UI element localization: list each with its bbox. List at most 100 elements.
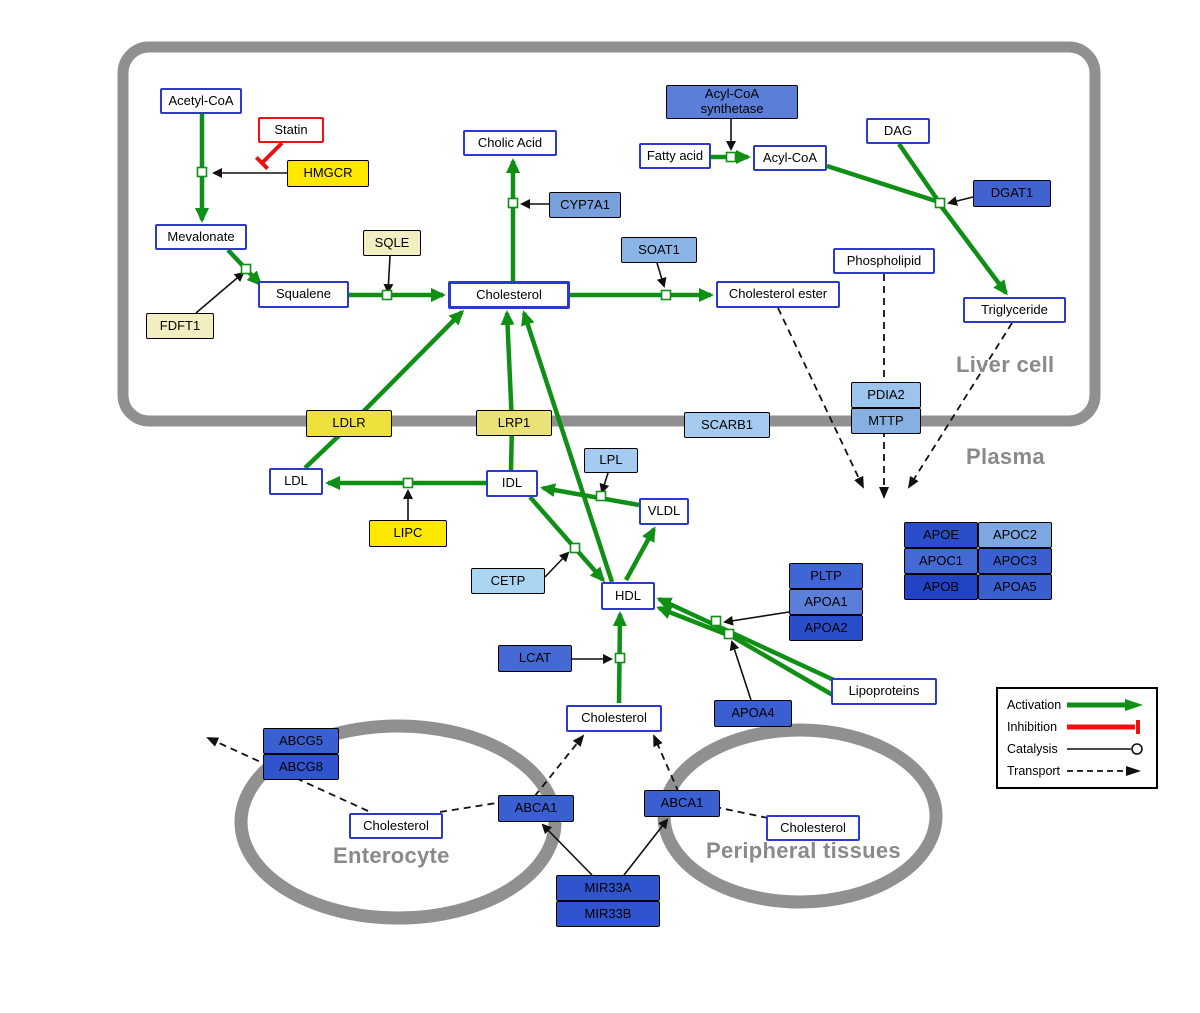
- edge-activation: [939, 204, 1008, 296]
- node-scarb1[interactable]: SCARB1: [684, 412, 770, 438]
- node-cholic-acid[interactable]: Cholic Acid: [463, 130, 557, 156]
- node-mevalonate[interactable]: Mevalonate: [155, 224, 247, 250]
- node-lipoproteins[interactable]: Lipoproteins: [831, 678, 937, 705]
- node-dag[interactable]: DAG: [866, 118, 930, 144]
- transport-arrow-icon: [1067, 766, 1141, 776]
- catalysis-circle-icon: [1067, 743, 1143, 755]
- edge-transport: [907, 322, 1013, 489]
- node-acyl-coa[interactable]: Acyl-CoA: [753, 145, 827, 171]
- reaction-anchor: [507, 197, 519, 209]
- legend-label: Activation: [1007, 698, 1062, 712]
- node-abca1-enterocyte[interactable]: ABCA1: [498, 795, 574, 822]
- node-cholesterol-plasma[interactable]: Cholesterol: [566, 705, 662, 732]
- edge-activation: [656, 596, 837, 684]
- node-apoc2[interactable]: APOC2: [978, 522, 1052, 548]
- legend-label: Transport: [1007, 764, 1061, 778]
- node-vldl[interactable]: VLDL: [639, 498, 689, 525]
- node-mir33b[interactable]: MIR33B: [556, 901, 660, 927]
- edge-activation: [540, 483, 640, 508]
- node-apoe[interactable]: APOE: [904, 522, 978, 548]
- reaction-anchor: [710, 615, 722, 627]
- node-lrp1[interactable]: LRP1: [476, 410, 552, 436]
- reaction-anchor: [614, 652, 626, 664]
- activation-arrow-icon: [1067, 699, 1143, 711]
- node-cholesterol-peripheral[interactable]: Cholesterol: [766, 815, 860, 841]
- node-mir33a[interactable]: MIR33A: [556, 875, 660, 901]
- node-apoa1[interactable]: APOA1: [789, 589, 863, 615]
- node-apoc3[interactable]: APOC3: [978, 548, 1052, 574]
- node-apoa4[interactable]: APOA4: [714, 700, 792, 727]
- node-apoa5[interactable]: APOA5: [978, 574, 1052, 600]
- edge-catalysis: [723, 611, 790, 626]
- edge-catalysis: [195, 271, 245, 314]
- node-triglyceride[interactable]: Triglyceride: [963, 297, 1066, 323]
- node-sqle[interactable]: SQLE: [363, 230, 421, 256]
- edge-activation: [826, 163, 940, 205]
- node-ldl[interactable]: LDL: [269, 468, 323, 495]
- node-cholesterol-enterocyte[interactable]: Cholesterol: [349, 813, 443, 839]
- node-acetyl-coa[interactable]: Acetyl-CoA: [160, 88, 242, 114]
- edge-activation: [897, 142, 941, 204]
- enterocyte-label: Enterocyte: [333, 843, 450, 868]
- node-squalene[interactable]: Squalene: [258, 281, 349, 308]
- edge-catalysis: [544, 551, 570, 578]
- edge-activation: [528, 495, 605, 583]
- edge-catalysis: [383, 255, 394, 294]
- node-mttp[interactable]: MTTP: [851, 408, 921, 434]
- node-abcg5[interactable]: ABCG5: [263, 728, 339, 754]
- node-abcg8[interactable]: ABCG8: [263, 754, 339, 780]
- reaction-anchor: [934, 197, 946, 209]
- node-ldlr[interactable]: LDLR: [306, 410, 392, 437]
- node-statin[interactable]: Statin: [258, 117, 324, 143]
- node-apoc1[interactable]: APOC1: [904, 548, 978, 574]
- node-apob[interactable]: APOB: [904, 574, 978, 600]
- node-pltp[interactable]: PLTP: [789, 563, 863, 589]
- node-cholesterol-liver[interactable]: Cholesterol: [448, 281, 570, 309]
- node-fdft1[interactable]: FDFT1: [146, 313, 214, 339]
- edge-transport: [777, 307, 864, 489]
- reaction-anchor: [723, 628, 735, 640]
- legend-item-activation: Activation: [1007, 696, 1147, 714]
- enterocyte-membrane: [234, 719, 562, 925]
- peripheral-tissues-label: Peripheral tissues: [706, 838, 901, 863]
- legend-label: Inhibition: [1007, 720, 1058, 734]
- reaction-anchor: [660, 289, 672, 301]
- node-lpl[interactable]: LPL: [584, 448, 638, 473]
- node-pdia2[interactable]: PDIA2: [851, 382, 921, 408]
- node-dgat1[interactable]: DGAT1: [973, 180, 1051, 207]
- node-phospholipid[interactable]: Phospholipid: [833, 248, 935, 274]
- node-idl[interactable]: IDL: [486, 470, 538, 497]
- reaction-anchor: [196, 166, 208, 178]
- edge-catalysis: [541, 823, 593, 876]
- node-cyp7a1[interactable]: CYP7A1: [549, 192, 621, 218]
- node-apoa2[interactable]: APOA2: [789, 615, 863, 641]
- reaction-anchor: [381, 289, 393, 301]
- node-abca1-peripheral[interactable]: ABCA1: [644, 790, 720, 817]
- reaction-anchor: [402, 477, 414, 489]
- edge-activation: [624, 526, 656, 582]
- node-cetp[interactable]: CETP: [471, 568, 545, 594]
- node-cholesterol-ester[interactable]: Cholesterol ester: [716, 281, 840, 308]
- node-hdl[interactable]: HDL: [601, 582, 655, 610]
- reaction-anchor: [569, 542, 581, 554]
- node-lipc[interactable]: LIPC: [369, 520, 447, 547]
- legend-item-inhibition: Inhibition: [1007, 718, 1147, 736]
- node-acyl-coa-synthetase[interactable]: Acyl-CoA synthetase: [666, 85, 798, 119]
- edge-inhibition: [254, 141, 284, 171]
- edge-catalysis: [656, 262, 667, 288]
- node-lcat[interactable]: LCAT: [498, 645, 572, 672]
- node-fatty-acid[interactable]: Fatty acid: [639, 143, 711, 169]
- edge-catalysis: [947, 196, 974, 206]
- edge-activation: [303, 309, 465, 470]
- edge-activation: [521, 310, 615, 583]
- legend-item-catalysis: Catalysis: [1007, 740, 1147, 758]
- edge-catalysis: [623, 818, 669, 876]
- node-soat1[interactable]: SOAT1: [621, 237, 697, 263]
- edge-activation: [500, 310, 515, 471]
- node-hmgcr[interactable]: HMGCR: [287, 160, 369, 187]
- reaction-anchor: [595, 490, 607, 502]
- edge-catalysis: [729, 640, 752, 701]
- reaction-anchor: [240, 263, 252, 275]
